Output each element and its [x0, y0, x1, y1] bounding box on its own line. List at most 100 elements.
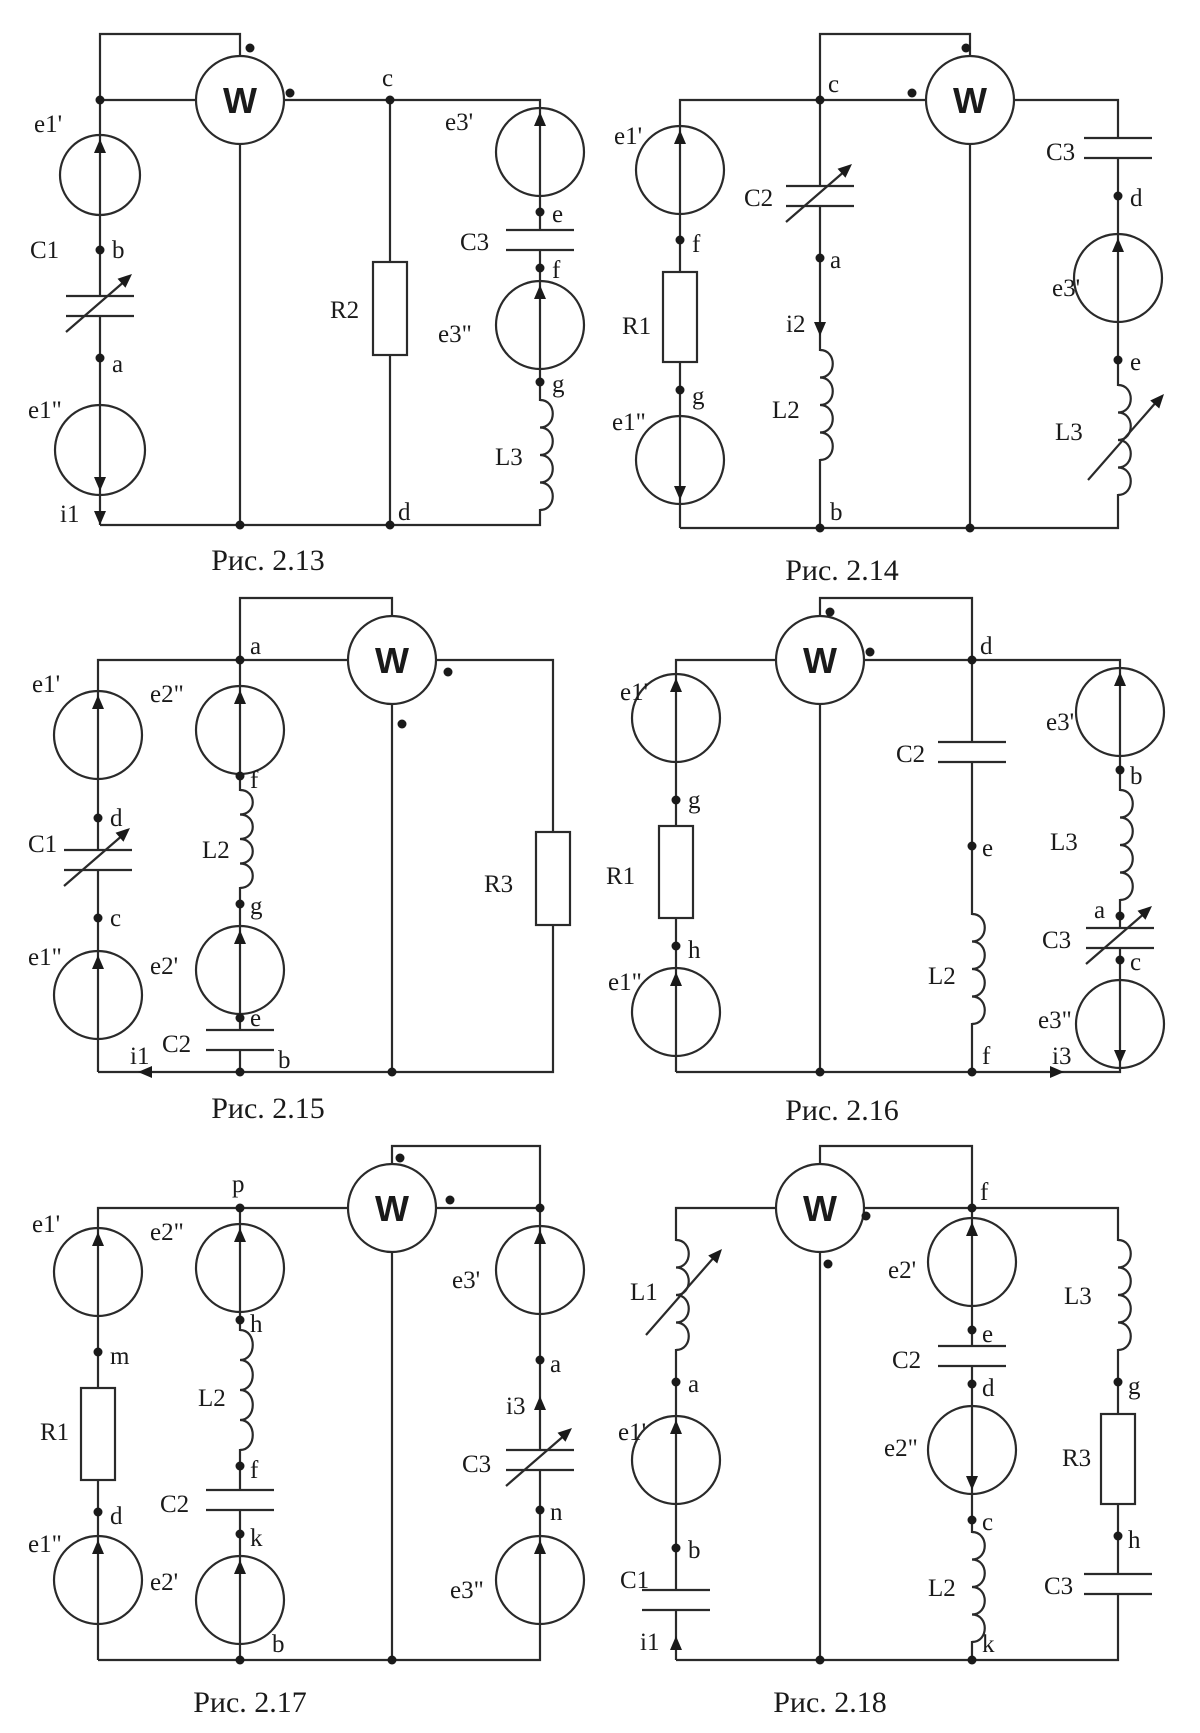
arrow-head: [1050, 1066, 1064, 1078]
label-d: d: [982, 1375, 995, 1402]
node-dot: [95, 95, 105, 105]
label-e1p: e1': [32, 1211, 60, 1238]
wire: [98, 32, 242, 100]
wattmeter-label: W: [953, 80, 987, 121]
label-e: e: [982, 1321, 993, 1348]
label-C2: C2: [892, 1347, 921, 1374]
label-e: e: [982, 835, 993, 862]
node-dot: [535, 207, 545, 217]
label-c: c: [110, 905, 121, 932]
node-dot: [235, 1203, 245, 1213]
node-dot: [387, 1067, 397, 1077]
label-L3: L3: [1064, 1283, 1092, 1310]
source-arrow-head: [234, 690, 246, 704]
wire: [96, 658, 348, 1072]
label-i1: i1: [130, 1043, 149, 1070]
label-b: b: [112, 237, 125, 264]
node-dot: [385, 95, 395, 105]
variable-arrow: [1087, 399, 1159, 481]
source-arrow-head: [1114, 672, 1126, 686]
label-d: d: [110, 805, 123, 832]
label-R1: R1: [606, 863, 635, 890]
coil: [239, 788, 254, 890]
node-dot: [1113, 191, 1123, 201]
wattmeter-label: W: [223, 80, 257, 121]
label-e1pp: e1": [28, 397, 62, 424]
label-a: a: [688, 1371, 699, 1398]
node-dot: [815, 1067, 825, 1077]
variable-arrow: [645, 1254, 717, 1336]
node-dot: [235, 1529, 245, 1539]
node-dot: [815, 253, 825, 263]
node-dot: [967, 1203, 977, 1213]
node-dot: [245, 43, 255, 53]
wire: [98, 658, 555, 1074]
label-L2: L2: [198, 1385, 226, 1412]
label-i3: i3: [1052, 1043, 1071, 1070]
coil: [539, 398, 554, 512]
cap-gap: [938, 742, 1006, 762]
label-C1: C1: [620, 1567, 649, 1594]
label-e2pp: e2": [150, 681, 184, 708]
node-dot: [443, 667, 453, 677]
node-dot: [535, 1355, 545, 1365]
wattmeter-symbol: [346, 614, 438, 706]
label-h: h: [688, 937, 701, 964]
cap-gap: [1084, 138, 1152, 158]
variable-arrow: [505, 1433, 567, 1487]
figure-caption: Рис. 2.18: [773, 1686, 887, 1719]
label-e1pp: e1": [28, 1531, 62, 1558]
node-dot: [445, 1195, 455, 1205]
source-arrow-head: [534, 1540, 546, 1554]
source-arrow-head: [674, 130, 686, 144]
label-g: g: [250, 893, 263, 920]
label-L2: L2: [928, 1575, 956, 1602]
label-m: m: [110, 1343, 130, 1370]
label-g: g: [1128, 1373, 1141, 1400]
label-e2pp: e2": [884, 1435, 918, 1462]
variable-arrow: [65, 279, 127, 333]
arrow-head: [814, 322, 826, 336]
variable-arrow-head: [557, 1428, 572, 1442]
label-f: f: [250, 767, 259, 794]
source-arrow-head: [94, 477, 106, 491]
node-dot: [825, 607, 835, 617]
label-C1: C1: [30, 237, 59, 264]
label-R1: R1: [40, 1419, 69, 1446]
label-c: c: [382, 65, 393, 92]
node-dot: [1113, 1531, 1123, 1541]
node-dot: [385, 520, 395, 530]
label-C3: C3: [462, 1451, 491, 1478]
label-R1: R1: [622, 313, 651, 340]
label-b: b: [278, 1047, 291, 1074]
node-dot: [535, 1505, 545, 1515]
label-n: n: [550, 1499, 563, 1526]
node-dot: [967, 1655, 977, 1665]
variable-arrow: [1085, 911, 1147, 965]
source-arrow-head: [670, 678, 682, 692]
node-dot: [907, 88, 917, 98]
label-C3: C3: [1042, 927, 1071, 954]
node-dot: [815, 523, 825, 533]
arrow-head: [534, 1396, 546, 1410]
wire: [678, 98, 926, 528]
label-e3pp: e3": [1038, 1007, 1072, 1034]
arrow-head: [94, 511, 106, 525]
label-c: c: [1130, 949, 1141, 976]
node-dot: [967, 1379, 977, 1389]
label-k: k: [250, 1525, 263, 1552]
node-dot: [235, 1315, 245, 1325]
source-arrow-head: [534, 285, 546, 299]
label-L1: L1: [630, 1279, 658, 1306]
label-a: a: [250, 633, 261, 660]
variable-arrow: [63, 833, 125, 887]
label-L2: L2: [202, 837, 230, 864]
label-L3: L3: [1055, 419, 1083, 446]
label-e3pp: e3": [438, 321, 472, 348]
label-i1: i1: [640, 1629, 659, 1656]
node-dot: [285, 88, 295, 98]
label-R3: R3: [1062, 1445, 1091, 1472]
node-dot: [95, 353, 105, 363]
arrow-head: [670, 1636, 682, 1650]
node-dot: [1115, 911, 1125, 921]
